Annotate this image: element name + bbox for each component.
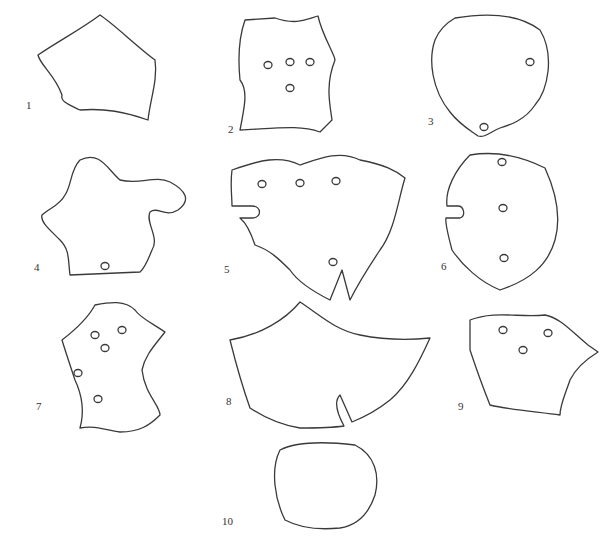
hole — [118, 327, 126, 334]
fragment-outline — [38, 15, 156, 120]
hole — [101, 263, 109, 270]
hole — [101, 345, 109, 352]
hole — [500, 255, 508, 262]
fragment-outline — [62, 303, 165, 432]
hole — [499, 205, 507, 212]
figure-number: 5 — [224, 264, 230, 275]
figure-number: 10 — [222, 516, 233, 527]
fragment-outline — [470, 315, 598, 415]
hole — [480, 124, 488, 131]
figure-number: 8 — [226, 396, 232, 407]
hole — [332, 178, 340, 185]
hole — [296, 180, 304, 187]
hole — [499, 327, 507, 334]
figure-number: 1 — [26, 100, 32, 111]
figure-number: 6 — [441, 261, 447, 272]
hole — [286, 85, 294, 92]
figure-number: 7 — [36, 401, 42, 412]
figure-number: 2 — [228, 124, 234, 135]
hole — [258, 181, 266, 188]
hole — [94, 396, 102, 403]
figure-number: 4 — [34, 262, 40, 273]
hole — [286, 59, 294, 66]
hole — [544, 330, 552, 337]
hole — [91, 332, 99, 339]
fragment-outline — [42, 157, 186, 275]
fragment-outline — [230, 302, 430, 428]
fragment-outline — [275, 443, 377, 529]
hole — [74, 370, 82, 377]
hole — [306, 59, 314, 66]
hole — [264, 62, 272, 69]
hole — [329, 259, 337, 266]
figure-number: 9 — [458, 401, 464, 412]
hole — [498, 159, 506, 166]
figure-number: 3 — [428, 116, 434, 127]
hole — [526, 59, 534, 66]
fragment-outline — [239, 16, 335, 132]
fragment-outline — [231, 155, 405, 300]
fragment-outline — [446, 153, 558, 290]
fragment-outline — [432, 15, 549, 136]
hole — [519, 347, 527, 354]
